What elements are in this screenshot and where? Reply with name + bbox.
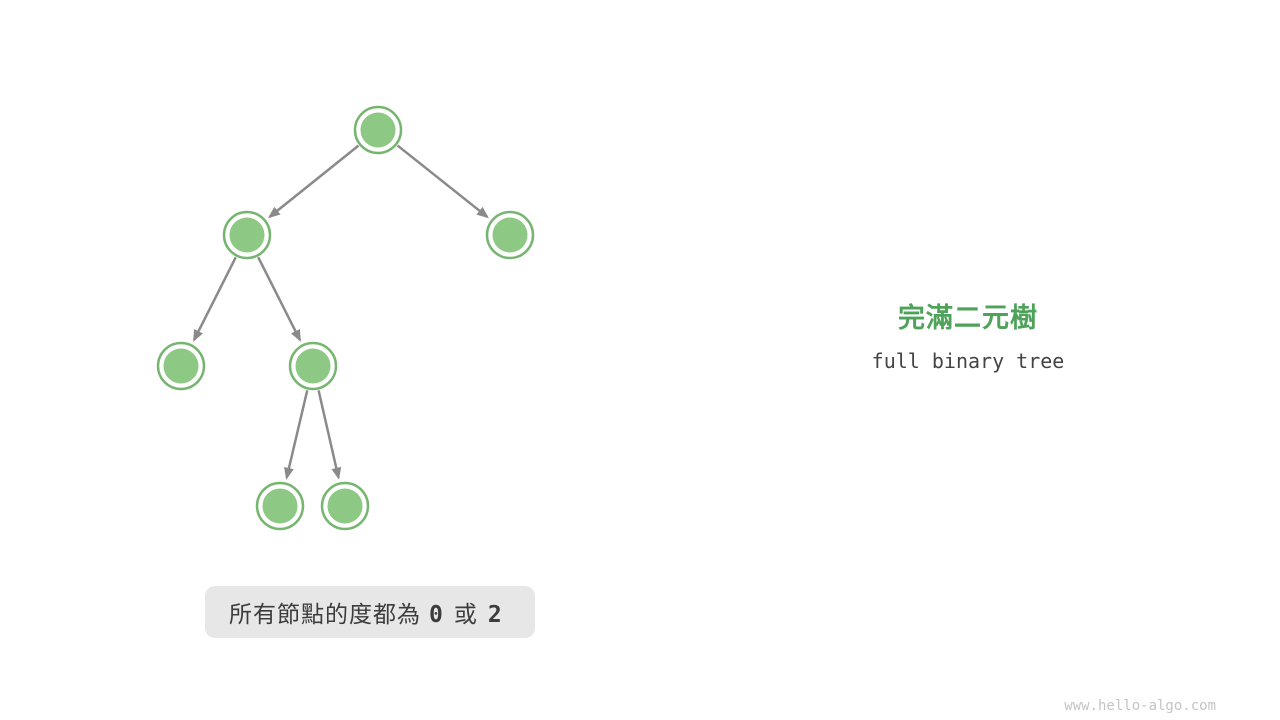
- tree-edge: [396, 144, 489, 219]
- tree-node-fill: [229, 217, 265, 253]
- tree-edge: [317, 390, 342, 480]
- caption-prefix: 所有節點的度都為: [229, 601, 421, 627]
- tree-node-fill: [327, 488, 363, 524]
- tree-node-fill: [492, 217, 528, 253]
- caption-conjunction: 或: [453, 601, 478, 627]
- tree-edge: [257, 256, 302, 342]
- title-zh: 完滿二元樹: [898, 303, 1038, 333]
- tree-node-fill: [360, 112, 396, 148]
- title-en: full binary tree: [871, 349, 1065, 373]
- tree-node: [320, 481, 370, 531]
- legend-block: 完滿二元樹 full binary tree: [818, 296, 1118, 373]
- tree-node: [156, 341, 206, 391]
- tree-node-fill: [262, 488, 298, 524]
- tree-edge: [284, 390, 309, 480]
- tree-node: [222, 210, 272, 260]
- watermark: www.hello-algo.com: [1064, 698, 1216, 714]
- tree-edges: [192, 144, 489, 480]
- tree-node-fill: [295, 348, 331, 384]
- tree-edge: [192, 256, 237, 342]
- tree-node: [353, 105, 403, 155]
- tree-node: [255, 481, 305, 531]
- tree-node: [485, 210, 535, 260]
- tree-nodes: [156, 105, 535, 531]
- caption-value-2: 2: [487, 602, 503, 628]
- caption-value-0: 0: [429, 602, 444, 628]
- tree-node: [288, 341, 338, 391]
- tree-edge: [268, 144, 360, 219]
- tree-node-fill: [163, 348, 199, 384]
